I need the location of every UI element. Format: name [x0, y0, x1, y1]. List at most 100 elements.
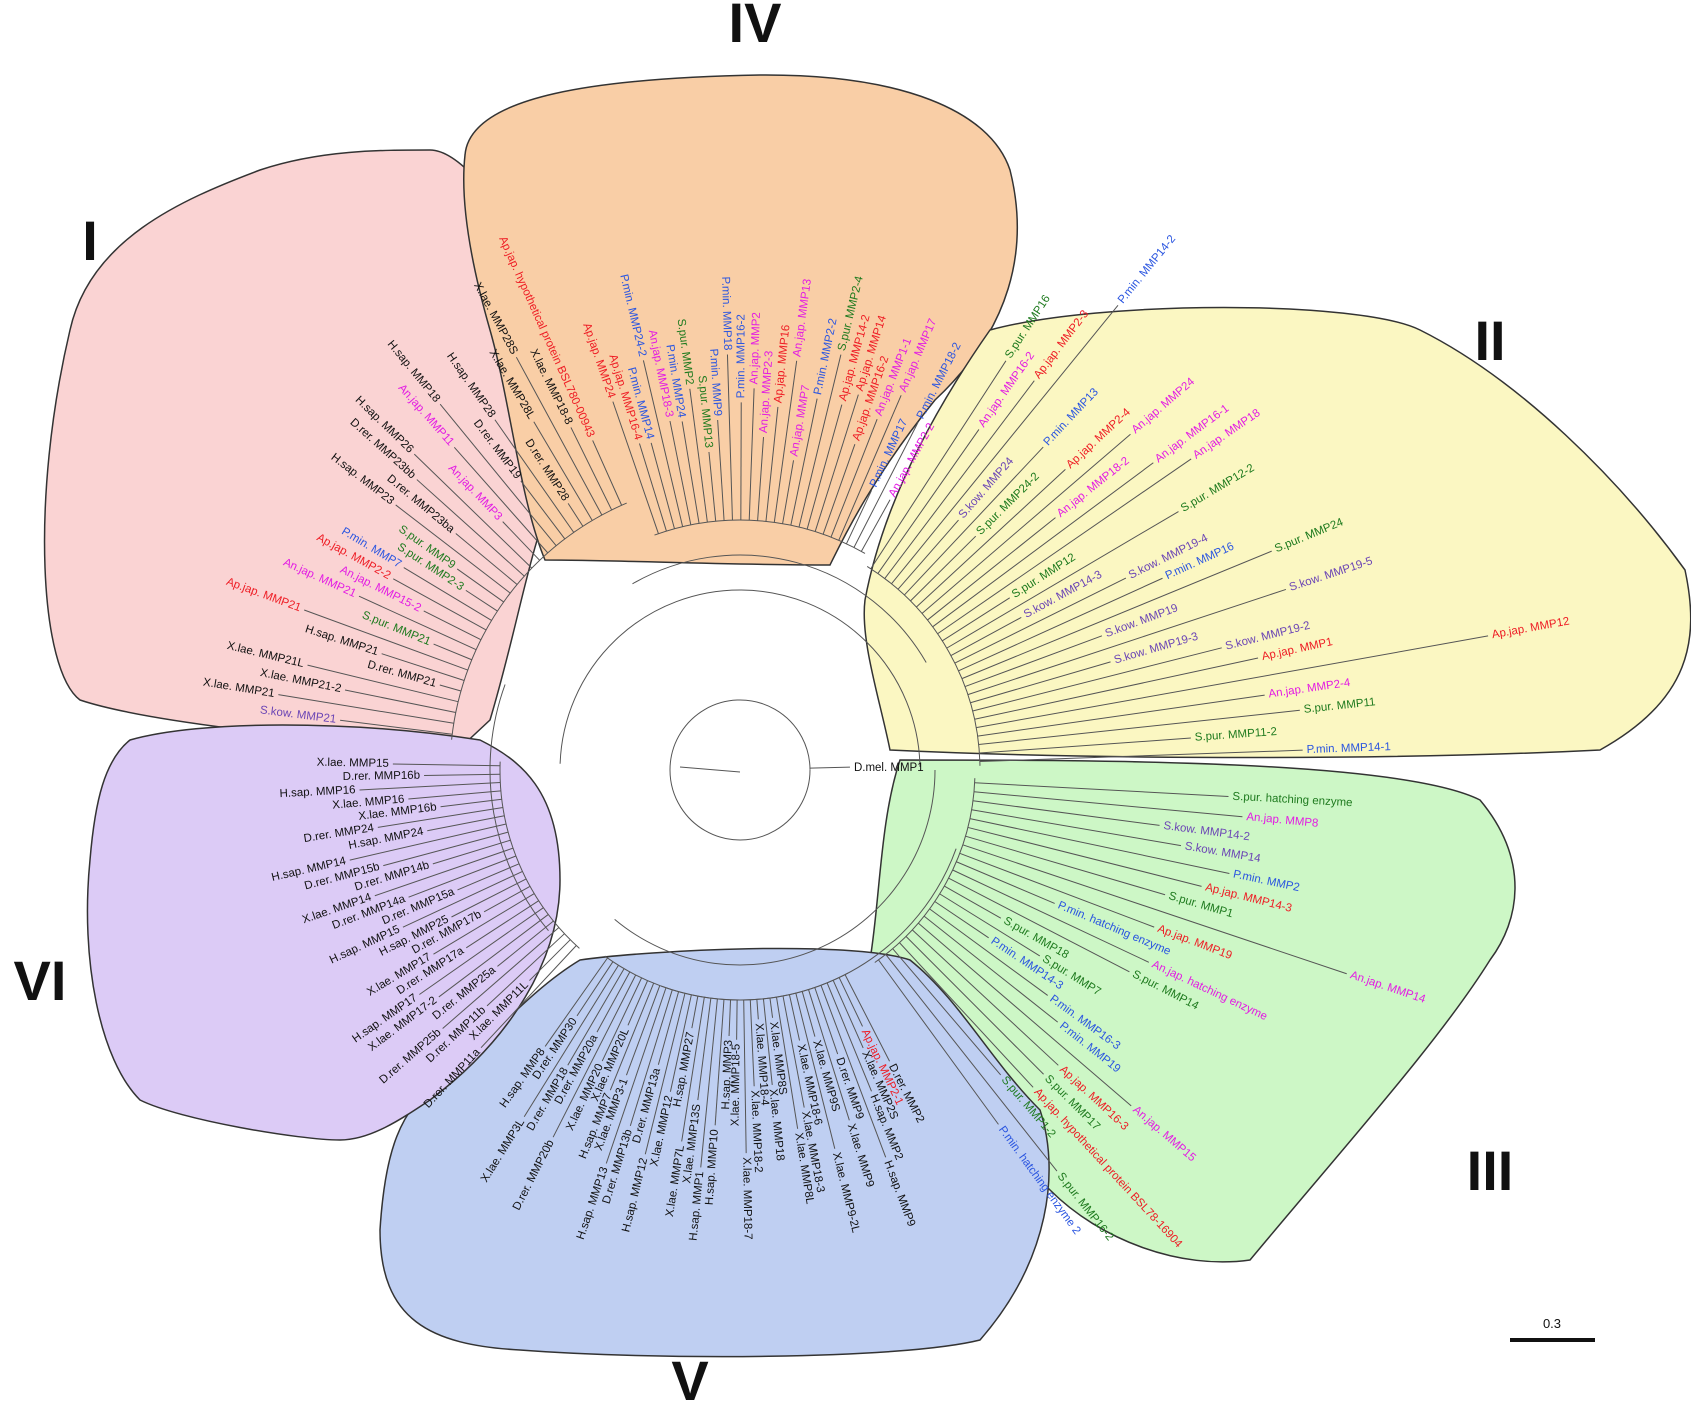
branch [304, 609, 468, 671]
branch [959, 852, 1155, 928]
branch [605, 987, 667, 1164]
branch [903, 446, 1044, 596]
branch [442, 927, 560, 1029]
branch [974, 657, 1259, 720]
branch [408, 790, 501, 800]
leaf-x-lae-mmp15: X.lae. MMP15 [317, 757, 389, 770]
branch [681, 421, 700, 524]
branch [344, 689, 456, 713]
branch [465, 589, 498, 612]
backbone-arc [669, 699, 811, 841]
branch [392, 578, 487, 631]
branch [749, 999, 755, 1087]
branch [762, 998, 773, 1086]
branch [979, 737, 1191, 754]
branch [494, 419, 575, 533]
branch [381, 653, 465, 681]
clade-arc [866, 566, 981, 766]
branch [416, 479, 525, 577]
branch [962, 844, 1347, 975]
branch [978, 709, 1300, 746]
clade-label-v: V [671, 1349, 708, 1412]
branch [717, 419, 725, 521]
branch [937, 458, 1192, 635]
clade-label-i: I [82, 209, 98, 272]
branch [596, 971, 631, 1033]
branch [529, 939, 571, 981]
branch [629, 989, 673, 1127]
branch [934, 901, 989, 939]
clade-region-II [863, 306, 1691, 759]
branch [822, 443, 856, 535]
clade-label-iv: IV [729, 0, 782, 54]
branch [838, 395, 902, 541]
branch [515, 356, 603, 516]
branch [424, 773, 501, 777]
leaf-an-jap-mmp2-3: An.jap. MMP2-3 [758, 350, 776, 433]
branch [689, 388, 708, 523]
branch [870, 360, 1007, 570]
branch [782, 460, 795, 524]
branch [392, 763, 501, 767]
branch [570, 427, 613, 511]
branch [383, 831, 509, 867]
branch [885, 954, 1058, 1172]
branch [967, 826, 1202, 887]
branch [929, 908, 1048, 996]
branch [905, 935, 1044, 1075]
branch [958, 577, 1163, 672]
backbone-arc [559, 589, 921, 767]
backbone-arc [489, 684, 549, 932]
branch [877, 429, 980, 574]
branch [927, 517, 1056, 621]
branch [956, 861, 1055, 904]
branch [697, 998, 712, 1101]
branch [923, 915, 1059, 1023]
branch [808, 989, 850, 1121]
branch [973, 791, 1243, 818]
leaf-p-min-mmp9: P.min. MMP9 [707, 348, 723, 416]
clade-arc [874, 778, 976, 963]
branch [961, 550, 1272, 680]
branch [971, 809, 1182, 847]
branch [544, 957, 608, 1047]
branch [432, 839, 511, 865]
branch [700, 998, 718, 1168]
branch [408, 855, 517, 898]
branch [773, 360, 798, 523]
branch [657, 991, 680, 1065]
branch [520, 480, 566, 540]
branch [691, 996, 699, 1029]
branch [884, 380, 1035, 579]
branch [915, 469, 1066, 608]
branch [897, 519, 959, 590]
branch [358, 595, 477, 651]
branch [969, 818, 1230, 874]
branch [977, 694, 1265, 737]
branch [486, 933, 565, 1007]
clade-region-V [379, 947, 1050, 1358]
branch [456, 568, 504, 603]
branch [728, 999, 732, 1036]
leaf-d-mel-mmp1: D.mel. MMP1 [854, 762, 924, 774]
branch [642, 360, 684, 527]
branch [567, 968, 625, 1066]
branch [954, 577, 1127, 664]
branch [845, 490, 873, 544]
branch [627, 980, 649, 1026]
branch [798, 354, 842, 528]
branch [782, 995, 805, 1108]
branch [374, 847, 514, 897]
branch [932, 462, 1154, 628]
branch [601, 977, 643, 1062]
leaf-x-lae-mmp18-2: X.lae. MMP18-2 [748, 1090, 764, 1173]
branch [609, 982, 655, 1091]
branch [523, 965, 619, 1117]
branch [439, 403, 557, 547]
branch [878, 959, 999, 1125]
branch [860, 499, 891, 552]
branch [757, 436, 765, 521]
branch [681, 997, 705, 1142]
branch [853, 421, 919, 548]
branch [967, 588, 1287, 696]
